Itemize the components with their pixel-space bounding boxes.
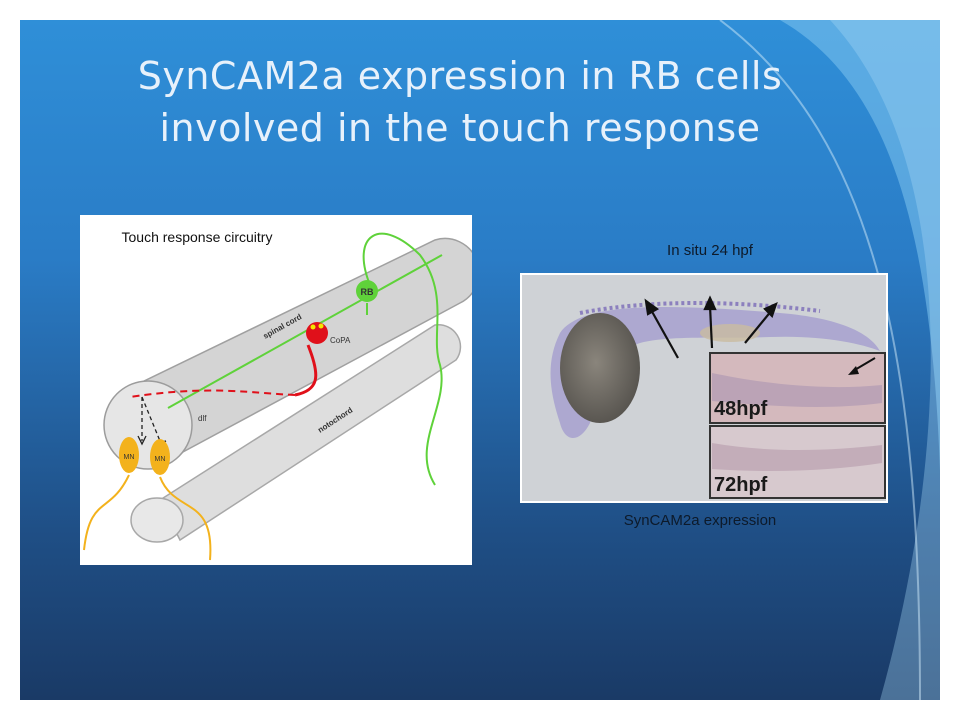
in-situ-caption: In situ 24 hpf (667, 242, 753, 259)
title-line-2: involved in the touch response (159, 106, 761, 150)
copa-axon (129, 389, 296, 398)
motor-neuron-right (150, 439, 170, 475)
copa-label: CoPA (330, 336, 351, 345)
yolk (560, 313, 640, 423)
copa-cell-body (306, 322, 328, 344)
rb-peripheral-neurite (362, 232, 443, 486)
mn-left-axon (83, 474, 130, 551)
expression-arrows (644, 295, 778, 359)
rb-label: RB (361, 287, 374, 297)
notochord-cylinder (130, 323, 462, 543)
touch-circuitry-diagram: RB CoPA spinal cord notochord dlf + - M (80, 215, 472, 565)
expression-caption: SynCAM2a expression (623, 512, 777, 529)
stage-label-48hpf: 48hpf (714, 398, 768, 420)
slide-title: SynCAM2a expression in RB cells involved… (80, 50, 840, 154)
motor-neuron-left (119, 437, 139, 473)
rb-central-axon (167, 254, 443, 409)
micrograph-image: 48hpf 72hpf (522, 275, 886, 501)
stage-label-72hpf: 72hpf (714, 474, 768, 496)
mn-left-label: MN (124, 454, 135, 461)
mn-right-axon (159, 476, 212, 561)
rb-cell-body (356, 280, 378, 302)
circuitry-illustration: RB CoPA spinal cord notochord dlf + - M (83, 232, 472, 561)
dlf-label: dlf (198, 414, 207, 423)
in-situ-micrograph: 48hpf 72hpf (520, 273, 888, 503)
diagram-title: Touch response circuitry (121, 229, 273, 245)
slide: SynCAM2a expression in RB cells involved… (20, 20, 940, 700)
title-line-1: SynCAM2a expression in RB cells (137, 54, 783, 98)
mn-right-label: MN (155, 456, 166, 463)
yolk-extension (700, 324, 760, 342)
